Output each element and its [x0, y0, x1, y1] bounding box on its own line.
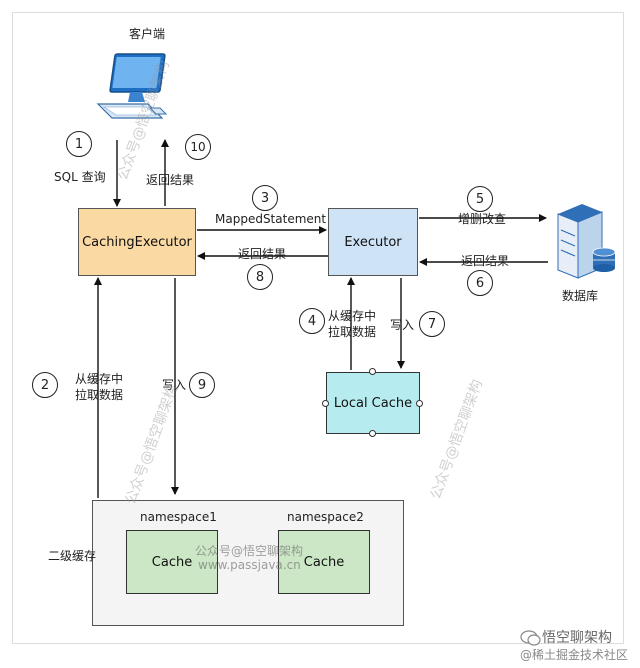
step-2-number: 2: [32, 372, 58, 398]
database-server-icon: [548, 202, 618, 280]
step-2-label-line2: 拉取数据: [75, 388, 124, 402]
step-1-number: 1: [66, 131, 92, 157]
step-3-number: 3: [252, 185, 278, 211]
executor-box: Executor: [328, 208, 418, 276]
step-1-label: SQL 查询: [54, 170, 106, 184]
database-label: 数据库: [562, 289, 599, 303]
second-level-cache-label: 二级缓存: [48, 549, 97, 563]
cache-box-2: Cache: [278, 530, 370, 594]
step-7-label: 写入: [390, 318, 415, 332]
step-6-number: 6: [467, 270, 493, 296]
step-6-label: 返回结果: [461, 254, 510, 268]
cache-box-1: Cache: [126, 530, 218, 594]
step-4-number: 4: [299, 308, 325, 334]
step-3-label: MappedStatement: [215, 212, 327, 226]
step-2-label-line1: 从缓存中: [75, 372, 124, 386]
local-cache-handle-left: [322, 400, 329, 407]
caching-executor-box: CachingExecutor: [78, 208, 196, 276]
namespace2-label: namespace2: [287, 510, 364, 524]
diagram-frame: [12, 12, 624, 644]
client-label: 客户端: [129, 27, 166, 41]
step-8-number: 8: [247, 264, 273, 290]
step-9-number: 9: [189, 372, 215, 398]
footer-brand-line2: @稀土掘金技术社区: [520, 648, 629, 662]
local-cache-handle-top: [369, 368, 376, 375]
step-9-label: 写入: [162, 378, 187, 392]
step-8-label: 返回结果: [238, 247, 287, 261]
footer-brand-line1: 悟空聊架构: [542, 630, 612, 646]
namespace1-label: namespace1: [140, 510, 217, 524]
local-cache-handle-right: [416, 400, 423, 407]
step-5-label: 增删改查: [458, 212, 507, 226]
step-4-label-line2: 拉取数据: [328, 325, 377, 339]
local-cache-handle-bottom: [369, 430, 376, 437]
step-10-label: 返回结果: [146, 173, 195, 187]
step-4-label-line1: 从缓存中: [328, 309, 377, 323]
step-5-number: 5: [467, 186, 493, 212]
watermark-center-line2: www.passjava.cn: [198, 558, 301, 572]
computer-icon: [90, 48, 174, 132]
wechat-icon: [520, 629, 542, 647]
step-7-number: 7: [419, 311, 445, 337]
watermark-center-line1: 公众号@悟空聊架构: [195, 544, 304, 558]
step-10-number: 10: [185, 134, 211, 160]
